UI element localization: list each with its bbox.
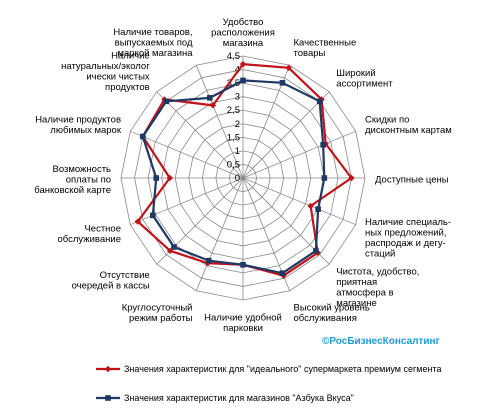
legend-item: Значения характеристик для магазинов "Аз… xyxy=(96,393,354,403)
legend-label: Значения характеристик для магазинов "Аз… xyxy=(124,393,354,403)
data-point xyxy=(285,64,292,71)
data-point xyxy=(207,95,213,101)
data-point xyxy=(209,102,217,109)
series-line xyxy=(136,63,353,277)
brand-label: ©РосБизнесКонсалтинг xyxy=(322,336,440,347)
data-point xyxy=(279,270,286,276)
grid-spoke xyxy=(130,177,244,226)
series-1 xyxy=(134,60,355,279)
data-point xyxy=(150,212,156,219)
data-point xyxy=(315,206,321,212)
tick-label: 3,5 xyxy=(227,78,240,89)
tick-label: 0 xyxy=(235,173,240,184)
legend-item: Значения характеристик для "идеального" … xyxy=(96,364,441,374)
tick-label: 3 xyxy=(235,92,240,103)
tick-label: 2 xyxy=(235,119,240,130)
radar-grid xyxy=(120,55,366,301)
data-point xyxy=(316,98,323,105)
data-series xyxy=(134,60,355,279)
grid-spoke xyxy=(195,65,244,179)
data-point xyxy=(134,218,141,225)
grid-spoke xyxy=(242,91,330,179)
grid-spoke xyxy=(130,130,244,179)
radial-axis-ticks: 00,511,522,533,544,5 xyxy=(227,51,240,184)
category-label: Доступные цены xyxy=(375,174,449,185)
data-point xyxy=(321,175,328,181)
data-point xyxy=(240,77,246,84)
tick-label: 1,5 xyxy=(227,132,240,143)
data-point xyxy=(313,248,319,254)
grid-spoke xyxy=(195,177,244,291)
data-point xyxy=(307,202,314,210)
data-point xyxy=(240,261,246,268)
legend: Значения характеристик для "идеального" … xyxy=(96,364,441,403)
data-point xyxy=(171,244,177,250)
tick-label: 2,5 xyxy=(227,105,240,116)
data-point xyxy=(140,133,146,140)
tick-label: 1 xyxy=(235,146,240,157)
data-point xyxy=(166,174,173,182)
category-label: Наличие специаль-ных предложений,распрод… xyxy=(365,217,451,260)
series-2 xyxy=(140,77,328,276)
legend-marker xyxy=(105,395,111,401)
data-point xyxy=(279,80,286,86)
tick-label: 4,5 xyxy=(227,51,240,62)
grid-spoke xyxy=(242,177,356,226)
data-point xyxy=(239,60,247,68)
data-point xyxy=(153,175,160,181)
data-point xyxy=(205,257,212,264)
tick-label: 0,5 xyxy=(227,159,240,170)
grid-spoke xyxy=(156,91,244,179)
data-point xyxy=(163,98,170,105)
data-point xyxy=(320,142,326,148)
legend-label: Значения характеристик для "идеального" … xyxy=(124,364,441,374)
legend-marker xyxy=(104,365,112,373)
grid-spoke xyxy=(242,130,356,179)
data-point xyxy=(348,174,355,182)
